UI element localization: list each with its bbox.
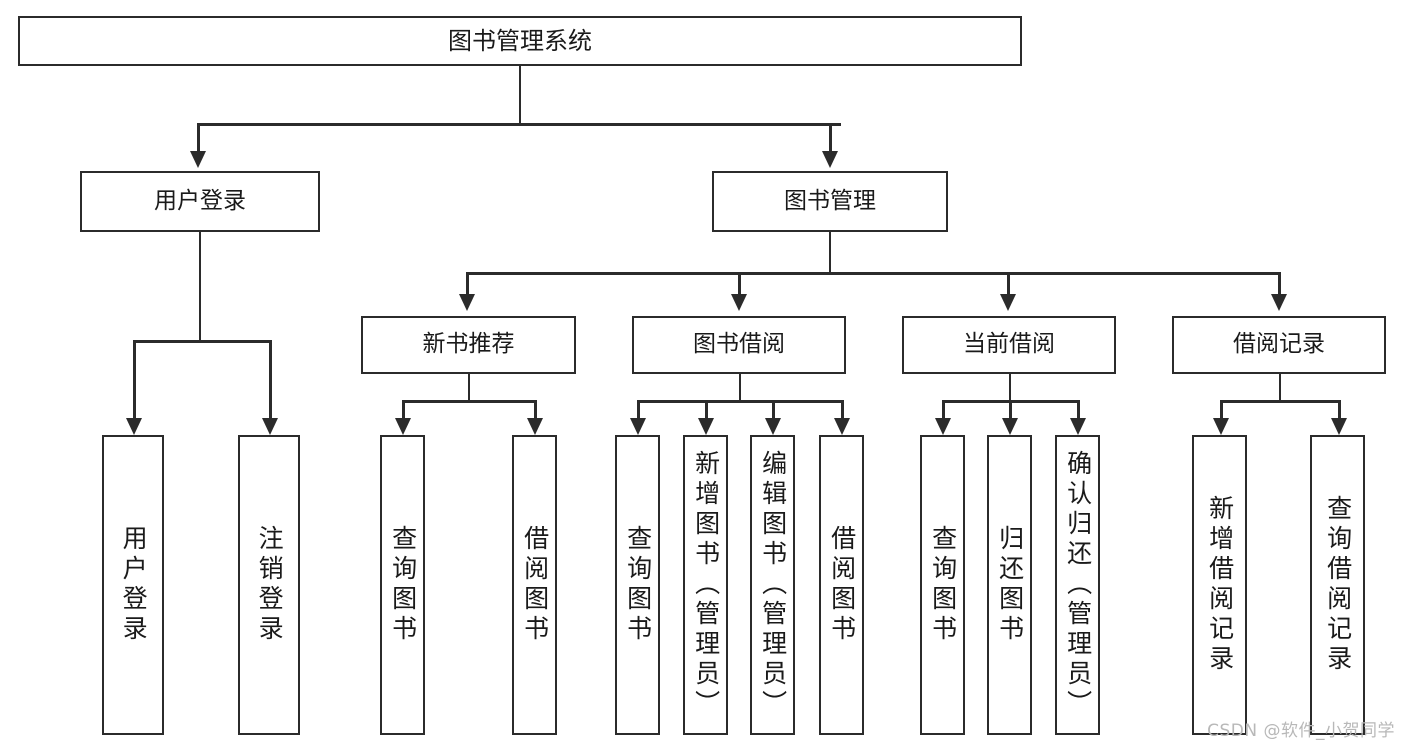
node-label: 借阅图书: [520, 525, 550, 645]
edge-nbr-stem: [467, 374, 470, 402]
leaf-add-borrow-record[interactable]: 新增借阅记录: [1192, 435, 1247, 735]
edge-book-manage-bus: [466, 272, 1278, 275]
node-label: 确认归还（管理员）: [1063, 450, 1093, 720]
arrow-to-new-book-rec: [459, 294, 475, 311]
node-root-system[interactable]: 图书管理系统: [18, 16, 1022, 66]
arrow-to-leaf-return-book: [1002, 418, 1018, 435]
leaf-confirm-return[interactable]: 确认归还（管理员）: [1055, 435, 1100, 735]
arrow-to-leaf-borrow-book-1: [527, 418, 543, 435]
node-label: 借阅记录: [1233, 331, 1325, 358]
edge-br-stem: [1278, 374, 1281, 402]
edge-nbr-drop-1: [402, 400, 405, 418]
edge-bb-stem: [738, 374, 741, 402]
arrow-to-book-borrow: [731, 294, 747, 311]
edge-bm-drop-3: [1007, 272, 1010, 294]
edge-nbr-drop-2: [534, 400, 537, 418]
node-label: 图书管理系统: [448, 26, 592, 55]
arrow-to-leaf-query-book-1: [395, 418, 411, 435]
edge-bm-drop-2: [738, 272, 741, 294]
edge-bb-bus: [637, 400, 841, 403]
arrow-to-user-login: [190, 151, 206, 168]
node-user-login[interactable]: 用户登录: [80, 171, 320, 232]
node-book-manage[interactable]: 图书管理: [712, 171, 948, 232]
edge-bm-drop-1: [466, 272, 469, 294]
edge-br-drop-1: [1220, 400, 1223, 418]
arrow-to-leaf-query-book-2: [630, 418, 646, 435]
node-label: 归还图书: [995, 525, 1025, 645]
leaf-edit-book[interactable]: 编辑图书（管理员）: [750, 435, 795, 735]
node-label: 当前借阅: [963, 331, 1055, 358]
edge-user-login-bus: [133, 340, 271, 343]
edge-root-to-book-manage: [829, 123, 832, 151]
node-label: 查询图书: [388, 525, 418, 645]
node-label: 图书管理: [784, 187, 876, 214]
arrow-to-borrow-record: [1271, 294, 1287, 311]
leaf-user-logout[interactable]: 注销登录: [238, 435, 300, 735]
leaf-query-book-new-rec[interactable]: 查询图书: [380, 435, 425, 735]
node-new-book-rec[interactable]: 新书推荐: [361, 316, 576, 374]
arrow-to-leaf-add-record: [1213, 418, 1229, 435]
node-current-borrow[interactable]: 当前借阅: [902, 316, 1116, 374]
edge-root-bus: [197, 123, 841, 126]
node-label: 注销登录: [255, 525, 285, 645]
edge-bb-drop-1: [637, 400, 640, 418]
arrow-to-leaf-query-record: [1331, 418, 1347, 435]
node-label: 新书推荐: [422, 331, 515, 358]
edge-bb-drop-3: [772, 400, 775, 418]
leaf-query-book-current[interactable]: 查询图书: [920, 435, 965, 735]
watermark-text: CSDN @软件_小贺同学: [1207, 721, 1395, 741]
node-label: 用户登录: [119, 525, 149, 645]
node-borrow-record[interactable]: 借阅记录: [1172, 316, 1386, 374]
node-label: 新增借阅记录: [1205, 495, 1235, 675]
arrow-to-leaf-edit-book: [765, 418, 781, 435]
arrow-to-leaf-add-book: [698, 418, 714, 435]
arrow-to-leaf-user-login: [126, 418, 142, 435]
node-label: 编辑图书（管理员）: [758, 450, 788, 720]
edge-root-stem: [518, 66, 521, 124]
edge-user-login-stem: [198, 232, 201, 342]
arrow-to-current-borrow: [1000, 294, 1016, 311]
edge-book-manage-stem: [828, 232, 831, 274]
edge-cb-drop-1: [942, 400, 945, 418]
edge-cb-drop-2: [1009, 400, 1012, 418]
arrow-to-book-manage: [822, 151, 838, 168]
leaf-user-login[interactable]: 用户登录: [102, 435, 164, 735]
leaf-borrow-book-new-rec[interactable]: 借阅图书: [512, 435, 557, 735]
arrow-to-leaf-user-logout: [262, 418, 278, 435]
edge-cb-stem: [1008, 374, 1011, 402]
leaf-query-borrow-record[interactable]: 查询借阅记录: [1310, 435, 1365, 735]
edge-br-drop-2: [1338, 400, 1341, 418]
leaf-add-book[interactable]: 新增图书（管理员）: [683, 435, 728, 735]
arrow-to-leaf-borrow-book-2: [834, 418, 850, 435]
edge-user-login-drop-2: [269, 340, 272, 418]
node-label: 借阅图书: [827, 525, 857, 645]
node-book-borrow[interactable]: 图书借阅: [632, 316, 846, 374]
edge-bm-drop-4: [1278, 272, 1281, 294]
node-label: 图书借阅: [693, 331, 785, 358]
node-label: 用户登录: [154, 187, 246, 214]
leaf-query-book-borrow[interactable]: 查询图书: [615, 435, 660, 735]
edge-cb-drop-3: [1077, 400, 1080, 418]
edge-bb-drop-4: [841, 400, 844, 418]
node-label: 查询借阅记录: [1323, 495, 1353, 675]
edge-root-to-user-login: [197, 123, 200, 151]
edge-nbr-bus: [402, 400, 534, 403]
edge-br-bus: [1220, 400, 1338, 403]
leaf-borrow-book-borrow[interactable]: 借阅图书: [819, 435, 864, 735]
node-label: 查询图书: [928, 525, 958, 645]
node-label: 查询图书: [623, 525, 653, 645]
edge-bb-drop-2: [705, 400, 708, 418]
edge-user-login-drop-1: [133, 340, 136, 418]
arrow-to-leaf-confirm-return: [1070, 418, 1086, 435]
leaf-return-book[interactable]: 归还图书: [987, 435, 1032, 735]
arrow-to-leaf-query-book-3: [935, 418, 951, 435]
node-label: 新增图书（管理员）: [691, 450, 721, 720]
